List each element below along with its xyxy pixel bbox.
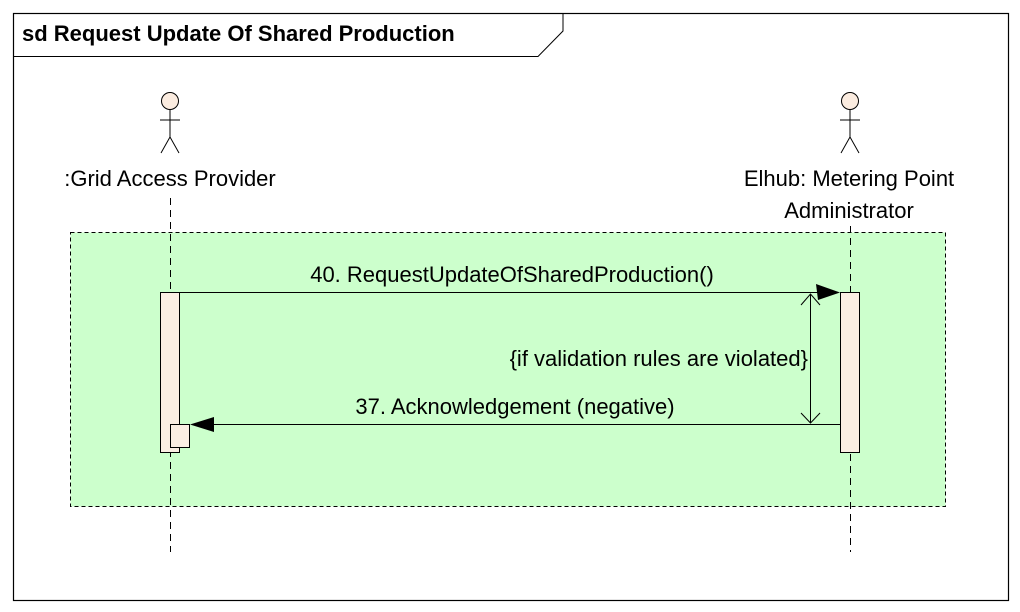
frame-title: sd Request Update Of Shared Production — [22, 21, 455, 46]
message-label: 37. Acknowledgement (negative) — [355, 394, 674, 419]
activation-bar-elhub — [840, 292, 860, 453]
actor-head-icon — [161, 92, 179, 110]
activation-bar-grid-access-provider — [160, 292, 180, 453]
message-label: 40. RequestUpdateOfSharedProduction() — [310, 262, 714, 287]
frame-title-tab — [13, 13, 564, 57]
message-request-update[interactable]: 40. RequestUpdateOfSharedProduction() — [179, 262, 840, 300]
message-acknowledgement[interactable]: 37. Acknowledgement (negative) — [190, 394, 840, 432]
arrowhead-icon — [816, 284, 840, 300]
lifeline-label: Elhub: Metering Point — [744, 166, 954, 191]
arrowhead-icon — [190, 417, 214, 432]
actor-elhub-metering-point-administrator[interactable]: Elhub: Metering Point Administrator — [744, 92, 954, 224]
activation-bar-nested — [170, 424, 190, 448]
constraint-label: {if validation rules are violated} — [510, 346, 808, 371]
actor-head-icon — [841, 92, 859, 110]
combined-fragment — [70, 232, 946, 507]
actor-grid-access-provider[interactable]: :Grid Access Provider — [64, 92, 276, 192]
lifeline-label: :Grid Access Provider — [64, 166, 276, 191]
duration-constraint: {if validation rules are violated} — [510, 293, 821, 424]
lifeline-label: Administrator — [784, 198, 914, 223]
